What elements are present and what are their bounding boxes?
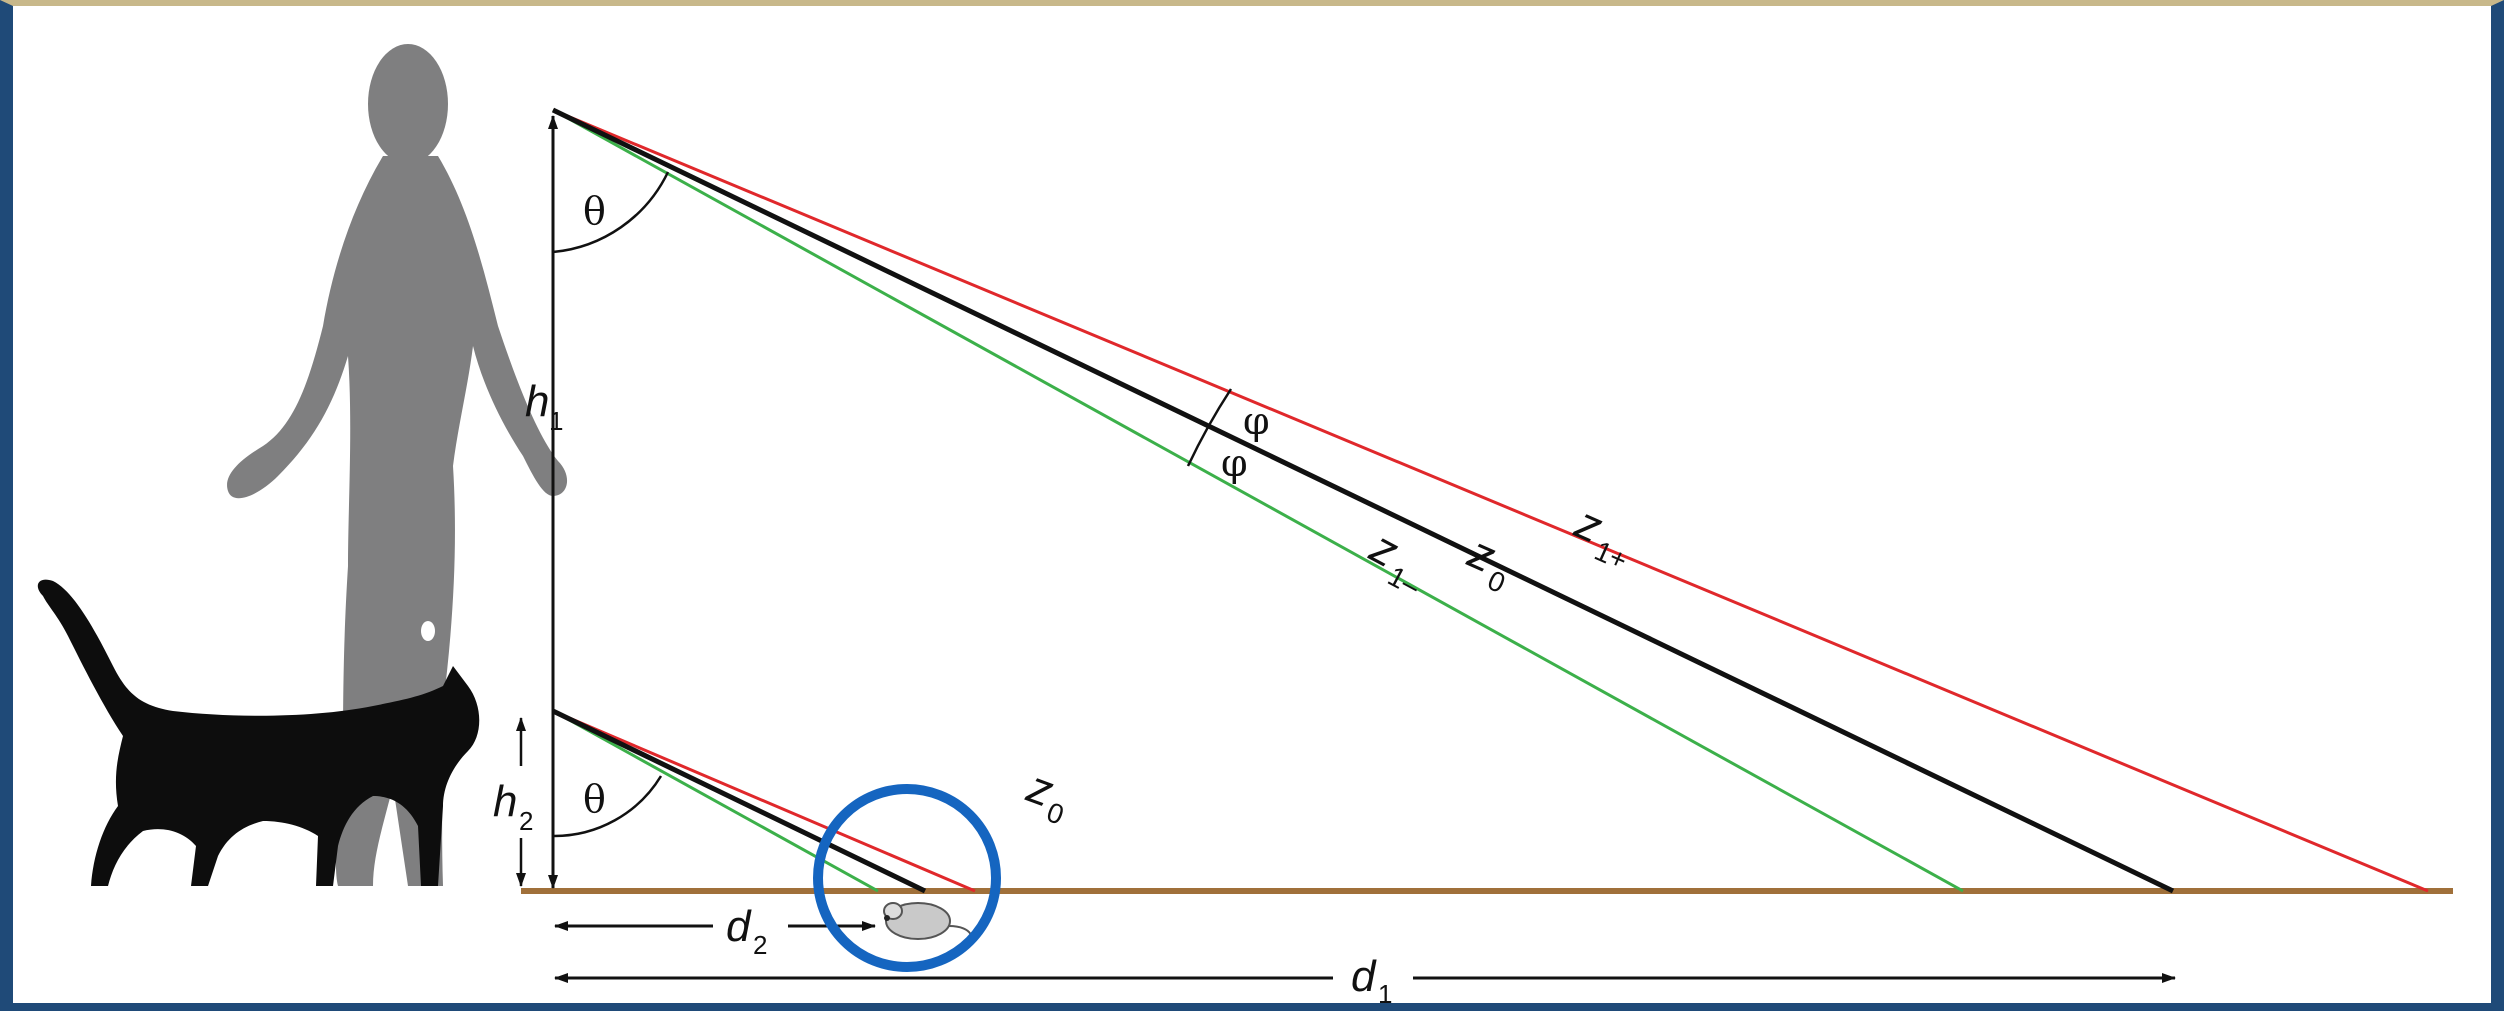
human-silhouette-icon: [227, 44, 568, 886]
cat-silhouette-icon: [37, 579, 480, 886]
theta-arc-bottom: [552, 775, 663, 838]
mouse-highlight-circle: [813, 784, 1001, 972]
d1-label: d: [1351, 952, 1377, 1001]
theta-label-bottom: θ: [583, 777, 606, 821]
z1-minus-subscript: 1–: [1383, 560, 1425, 602]
z1-plus-ray-small: [552, 709, 976, 893]
phi-label-top: φ: [1243, 399, 1270, 443]
z0-ray-large: [551, 107, 2175, 894]
d1-subscript: 1: [1378, 979, 1392, 1003]
h1-label: h: [525, 377, 549, 426]
d2-subscript: 2: [753, 930, 767, 960]
phi-arc: [1186, 388, 1233, 467]
z1-plus-ray-large: [552, 108, 2429, 893]
phi-label-bottom: φ: [1221, 441, 1248, 485]
h2-label: h: [493, 777, 517, 826]
h1-subscript: 1: [549, 406, 563, 436]
theta-label-top: θ: [583, 189, 606, 233]
theta-arc-top: [552, 171, 670, 254]
d2-label: d: [726, 902, 752, 951]
z1-minus-ray-large: [552, 108, 1964, 893]
h2-subscript: 2: [519, 806, 533, 836]
z1-plus-subscript: 1+: [1590, 535, 1632, 576]
mouse-icon: [883, 902, 972, 945]
diagram-canvas: θ θ φ φ h 1 h 2 z 0 z 1+ z 1– z 0 d 2 d …: [13, 6, 2491, 1003]
z0-ray-small: [551, 708, 927, 894]
geometry-diagram: θ θ φ φ h 1 h 2 z 0 z 1+ z 1– z 0 d 2 d …: [37, 44, 2453, 1003]
